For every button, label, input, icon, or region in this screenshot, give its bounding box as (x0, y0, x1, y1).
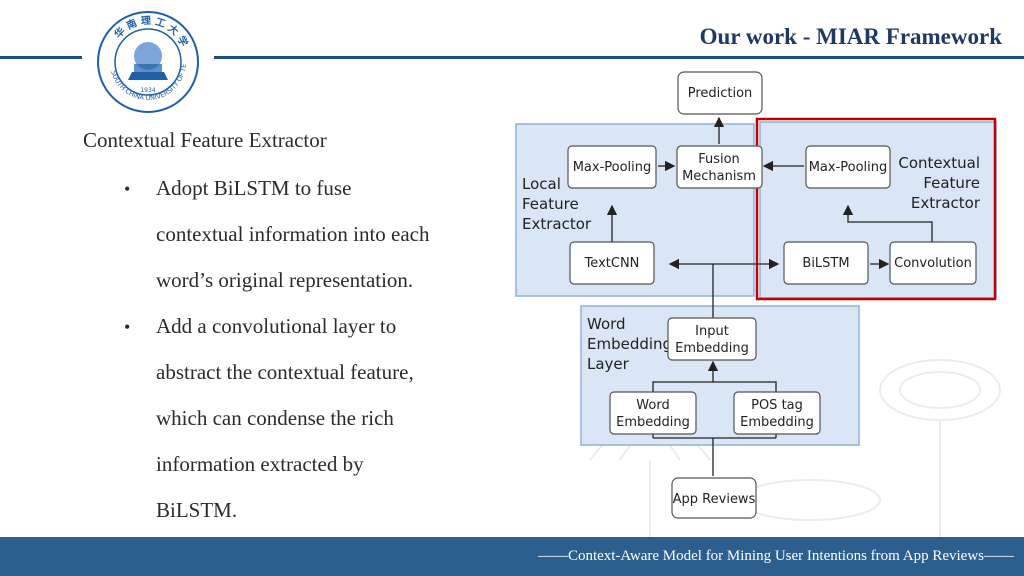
label-bilstm: BiLSTM (802, 256, 849, 271)
miar-framework-diagram: Local Feature Extractor Contextual Featu… (515, 71, 997, 519)
contextual-label-2: Feature (923, 174, 980, 192)
node-bilstm (783, 241, 869, 285)
bullet-2-line-1: •Add a convolutional layer to (124, 306, 504, 352)
section-title: Contextual Feature Extractor (83, 128, 327, 152)
label-textcnn: TextCNN (584, 256, 640, 271)
node-app-reviews (671, 477, 757, 519)
node-fusion (676, 145, 763, 189)
node-maxpool-right (805, 145, 891, 189)
node-prediction (677, 71, 763, 115)
local-label-2: Feature (522, 195, 579, 213)
word-layer-label-1: Word (587, 315, 626, 333)
header-rule-right (214, 56, 1024, 59)
node-input-embedding (667, 317, 757, 361)
word-layer-label-3: Layer (587, 355, 630, 373)
label-pos-emb-2: Embedding (740, 415, 814, 430)
page-title: Our work - MIAR Framework (699, 24, 1002, 49)
node-convolution (889, 241, 977, 285)
bullet-2-line-3: which can condense the rich (156, 406, 394, 430)
contextual-label-1: Contextual (898, 154, 980, 172)
bullet-dot: • (124, 179, 131, 199)
edge-conv-maxpool (842, 204, 933, 242)
edge-emb-merge (652, 381, 777, 392)
contextual-label-3: Extractor (911, 194, 981, 212)
bullet-1-line-1: •Adopt BiLSTM to fuse (124, 168, 504, 214)
footer-text: ——Context-Aware Model for Mining User In… (537, 548, 1014, 564)
bullet-1-line-3: word’s original representation. (156, 268, 414, 292)
svg-text:1934: 1934 (140, 87, 155, 94)
label-maxpool-left: Max-Pooling (573, 160, 652, 175)
node-pos-embedding (733, 391, 821, 435)
bullet-1-line-2: contextual information into each (156, 222, 430, 246)
node-textcnn (569, 241, 655, 285)
label-input-emb-2: Embedding (675, 341, 749, 356)
word-layer-label-2: Embedding (587, 335, 672, 353)
bullet-2-line-2: abstract the contextual feature, (156, 360, 414, 384)
bullet-2-line-5: BiLSTM. (156, 498, 238, 522)
label-fusion-2: Mechanism (682, 169, 756, 184)
local-label-3: Extractor (522, 215, 592, 233)
label-prediction: Prediction (688, 86, 753, 101)
university-logo: 1934 SOUTH CHINA UNIVERSITY OF TECHNOLOG… (96, 10, 199, 113)
label-app-reviews: App Reviews (673, 492, 756, 507)
label-pos-emb-1: POS tag (751, 398, 803, 413)
bullet-dot: • (124, 317, 131, 337)
node-word-embedding (609, 391, 697, 435)
label-input-emb-1: Input (695, 324, 729, 339)
contextual-highlight-frame (755, 117, 997, 301)
label-fusion-1: Fusion (698, 152, 740, 167)
label-maxpool-right: Max-Pooling (809, 160, 888, 175)
header-rule-left (0, 56, 82, 59)
bullet-2-line-4: information extracted by (156, 452, 364, 476)
label-convolution: Convolution (894, 256, 972, 271)
label-word-emb-2: Embedding (616, 415, 690, 430)
node-maxpool-left (567, 145, 657, 189)
label-word-emb-1: Word (636, 398, 669, 413)
footer-bar: ——Context-Aware Model for Mining User In… (0, 537, 1024, 576)
bullet-list: •Adopt BiLSTM to fuse contextual informa… (124, 168, 504, 536)
local-label-1: Local (522, 175, 561, 193)
